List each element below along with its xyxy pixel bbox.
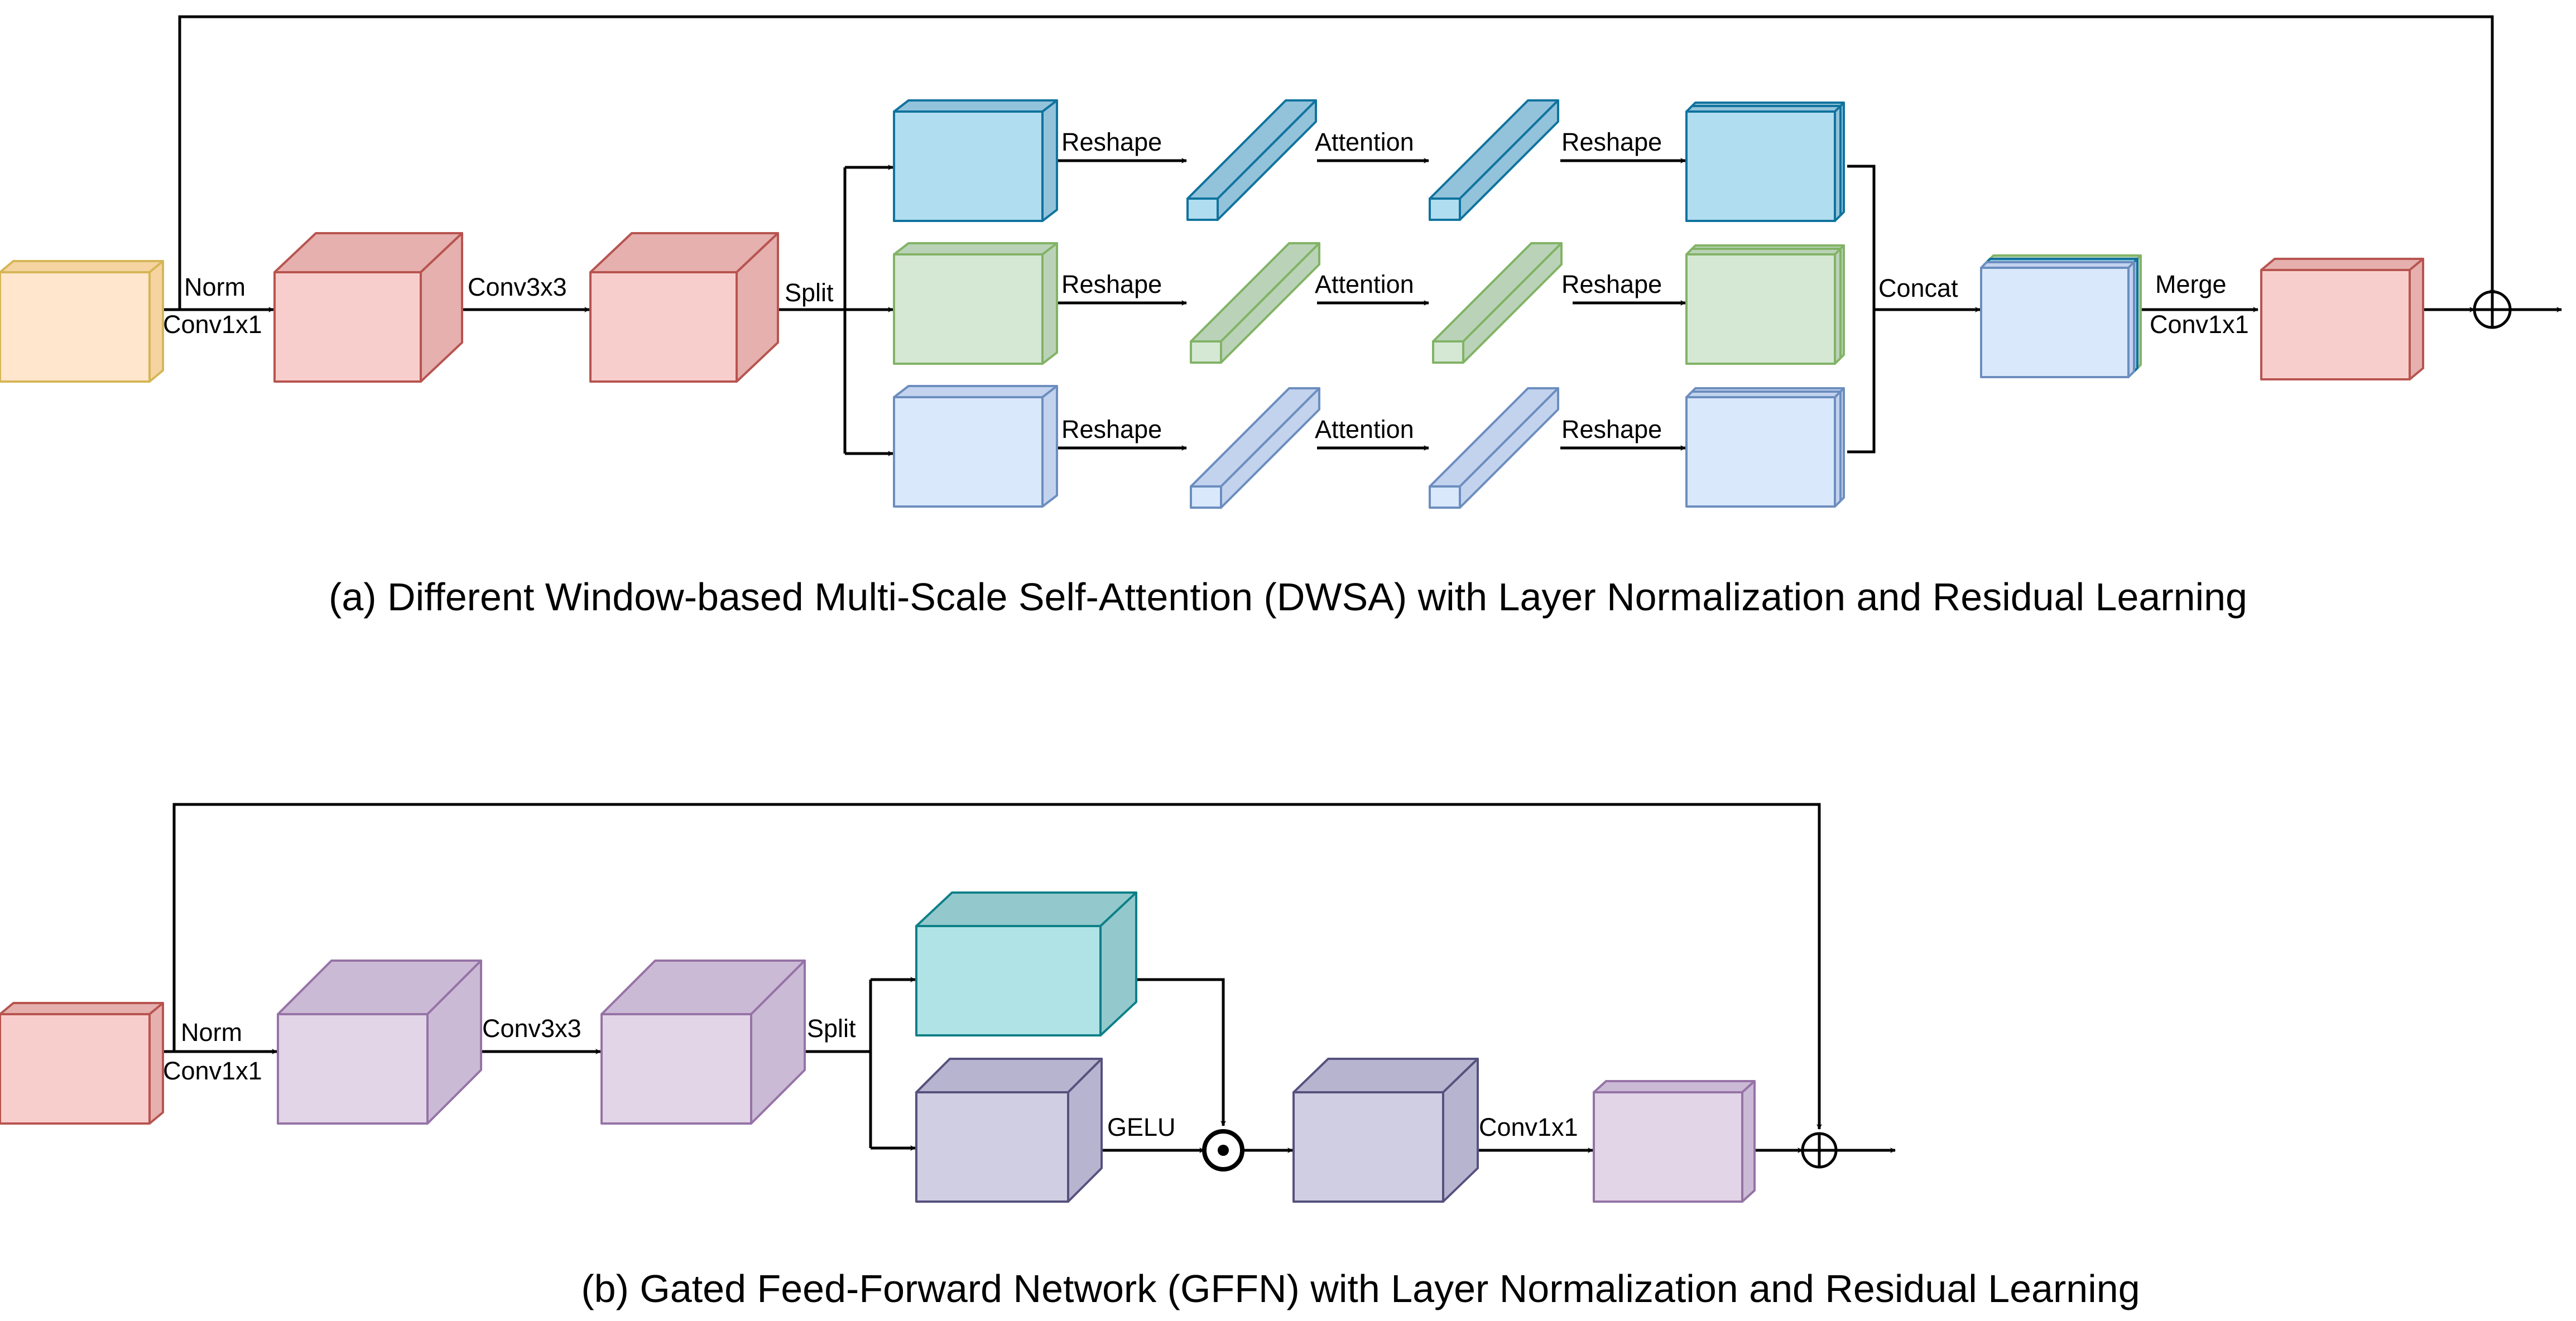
label-attention-3: Attention	[1315, 415, 1414, 443]
label-norm-a: Norm	[184, 273, 246, 301]
attention-token-2	[1432, 242, 1563, 364]
label-conv3x3-a: Conv3x3	[468, 273, 567, 301]
label-attention-2: Attention	[1315, 270, 1414, 298]
reshaped-token-3	[1190, 387, 1320, 509]
label-reshape-in-2: Reshape	[1061, 270, 1162, 298]
gated-feature-map	[1292, 1058, 1479, 1203]
hadamard-product-icon	[1202, 1129, 1244, 1171]
conv1x1-feature-map-b	[277, 960, 482, 1125]
gate-branch-map	[915, 891, 1137, 1036]
label-gelu: GELU	[1107, 1113, 1176, 1141]
conv3x3-feature-map-a	[589, 232, 779, 383]
label-conv1x1-b-in: Conv1x1	[163, 1057, 262, 1085]
label-reshape-out-3: Reshape	[1561, 415, 1662, 443]
reshaped-token-2	[1190, 242, 1320, 364]
label-conv3x3-b: Conv3x3	[482, 1014, 581, 1043]
label-attention-1: Attention	[1315, 128, 1414, 156]
restored-map-2	[1685, 244, 1845, 365]
caption-b: (b) Gated Feed-Forward Network (GFFN) wi…	[581, 1267, 2140, 1310]
connector-lines-b	[151, 803, 1896, 1153]
output-feature-map-a	[2260, 258, 2424, 380]
label-reshape-in-3: Reshape	[1061, 415, 1162, 443]
gate-arrow-top	[1100, 978, 1226, 1126]
label-split-b: Split	[807, 1014, 856, 1043]
residual-connection-a	[178, 15, 2495, 310]
residual-connection-b	[172, 803, 1822, 1130]
input-feature-map-b	[0, 1002, 164, 1125]
value-branch-map	[915, 1058, 1103, 1203]
branch-map-1	[893, 99, 1058, 222]
label-merge: Merge	[2155, 270, 2227, 298]
restored-map-3	[1685, 387, 1845, 508]
label-concat: Concat	[1878, 274, 1958, 302]
label-reshape-in-1: Reshape	[1061, 128, 1162, 156]
restored-map-1	[1685, 102, 1845, 222]
label-split-a: Split	[785, 278, 834, 307]
label-conv1x1-a-out: Conv1x1	[2150, 310, 2249, 339]
attention-token-3	[1429, 387, 1559, 509]
concat-bracket	[1847, 165, 1876, 454]
label-norm-b: Norm	[181, 1018, 242, 1047]
attention-token-1	[1429, 99, 1559, 221]
concat-map	[1980, 261, 2135, 378]
caption-a: (a) Different Window-based Multi-Scale S…	[329, 575, 2247, 619]
conv1x1-feature-map-a	[273, 232, 463, 383]
conv3x3-feature-map-b	[600, 960, 806, 1125]
label-conv1x1-b-out: Conv1x1	[1479, 1113, 1578, 1141]
reshaped-token-1	[1186, 99, 1317, 221]
branch-map-2	[893, 242, 1058, 365]
add-icon-a	[2473, 290, 2512, 329]
branch-map-3	[893, 385, 1058, 508]
output-feature-map-b	[1593, 1080, 1756, 1203]
label-reshape-out-2: Reshape	[1561, 270, 1662, 298]
add-icon-b	[1801, 1132, 1838, 1169]
input-feature-map-a	[0, 260, 164, 383]
feature-maps	[0, 99, 2424, 1203]
connector-lines-a	[162, 15, 2562, 456]
label-conv1x1-a-in: Conv1x1	[163, 310, 262, 339]
label-reshape-out-1: Reshape	[1561, 128, 1662, 156]
